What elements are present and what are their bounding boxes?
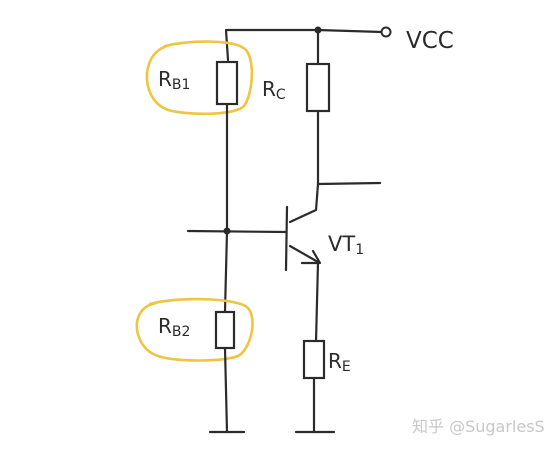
resistor-rb1 xyxy=(215,60,239,106)
label-vt1: VT1 xyxy=(328,232,364,258)
vcc-terminal xyxy=(380,26,392,38)
collector-output-wire xyxy=(316,181,382,186)
label-rc: RC xyxy=(262,77,286,103)
base-input-wire xyxy=(186,229,288,234)
wire-base-node-to-rb2 xyxy=(223,229,229,314)
highlight-ring-rb2 xyxy=(135,297,254,362)
label-re: RE xyxy=(328,349,351,375)
wire-emitter-to-re xyxy=(314,260,320,344)
watermark: 知乎 @SugarlesS xyxy=(412,417,545,436)
transistor-emitter xyxy=(288,244,320,264)
label-rb1: RB1 xyxy=(158,67,190,93)
transistor-base-bar xyxy=(284,205,289,272)
resistor-rb2 xyxy=(214,310,236,350)
vcc-label: VCC xyxy=(406,28,454,54)
vcc-rail-wire xyxy=(224,28,385,62)
wire-rc-to-collector xyxy=(288,109,320,224)
label-rb2: RB2 xyxy=(158,314,190,340)
emitter-arrow xyxy=(300,249,322,265)
wire-rb2-to-ground xyxy=(223,346,229,434)
resistor-re xyxy=(302,339,326,380)
resistor-rc xyxy=(305,62,331,113)
highlight-ring-rb1 xyxy=(145,40,254,116)
